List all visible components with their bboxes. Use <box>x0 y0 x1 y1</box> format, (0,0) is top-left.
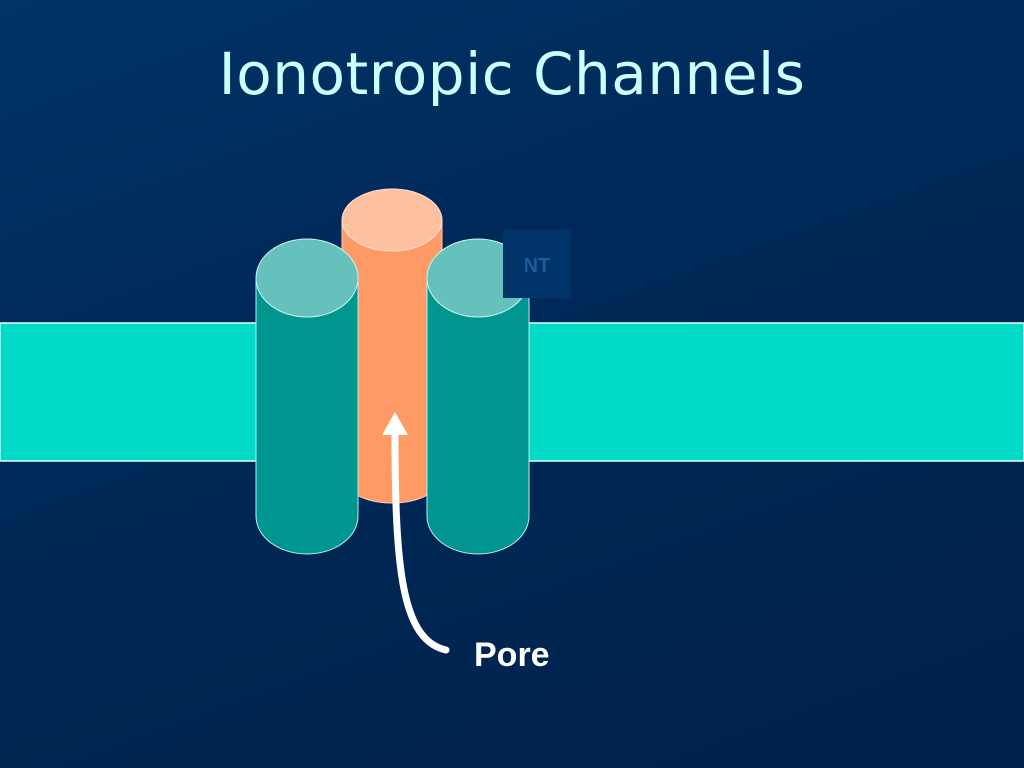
pore-label: Pore <box>474 636 550 674</box>
nt-box <box>503 230 571 298</box>
neurotransmitter-marker: NT <box>503 230 571 298</box>
slide-title: Ionotropic Channels <box>218 40 806 108</box>
channel-subunit-center <box>341 188 443 504</box>
pore-arrow <box>382 412 450 654</box>
nt-label: NT <box>524 255 551 277</box>
channel-subunit-left <box>255 238 359 555</box>
